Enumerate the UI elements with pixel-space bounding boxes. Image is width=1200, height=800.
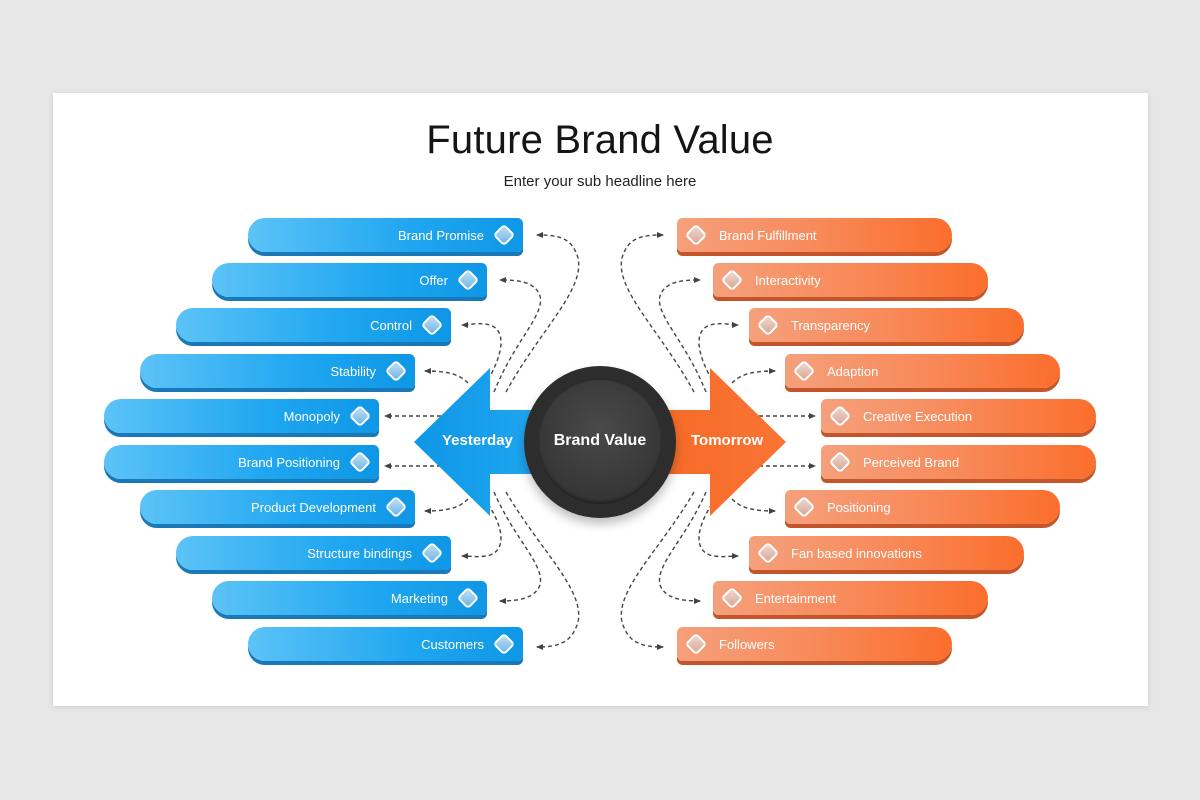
- diamond-icon: [720, 586, 744, 610]
- item-label: Marketing: [390, 590, 448, 606]
- diamond-icon: [756, 541, 780, 565]
- diamond-icon: [384, 495, 408, 519]
- item-label: Transparency: [791, 317, 870, 333]
- diamond-icon: [456, 268, 480, 292]
- tomorrow-arrow: [646, 368, 786, 516]
- left-item-structure-bindings[interactable]: Structure bindings: [176, 536, 451, 570]
- diamond-icon: [684, 223, 708, 247]
- diamond-icon: [348, 404, 372, 428]
- diamond-icon: [492, 632, 516, 656]
- left-item-offer[interactable]: Offer: [212, 263, 487, 297]
- right-item-entertainment[interactable]: Entertainment: [713, 581, 988, 615]
- item-label: Fan based innovations: [791, 545, 922, 561]
- diamond-icon: [420, 313, 444, 337]
- item-label: Brand Positioning: [238, 454, 340, 470]
- page-subtitle: Enter your sub headline here: [503, 173, 697, 190]
- brand-value-hub: Brand Value: [524, 366, 676, 518]
- item-label: Monopoly: [283, 408, 340, 424]
- yesterday-arrow: [414, 368, 554, 516]
- diamond-icon: [828, 404, 852, 428]
- item-label: Positioning: [827, 499, 891, 515]
- right-item-brand-fulfillment[interactable]: Brand Fulfillment: [677, 218, 952, 252]
- right-item-transparency[interactable]: Transparency: [749, 308, 1024, 342]
- tomorrow-label: Tomorrow: [691, 432, 764, 449]
- item-label: Customers: [421, 636, 484, 652]
- right-item-perceived-brand[interactable]: Perceived Brand: [821, 445, 1096, 479]
- item-label: Control: [370, 317, 412, 333]
- item-label: Creative Execution: [863, 408, 973, 424]
- diamond-icon: [492, 223, 516, 247]
- diamond-icon: [384, 359, 408, 383]
- item-label: Product Development: [250, 499, 376, 515]
- left-item-marketing[interactable]: Marketing: [212, 581, 487, 615]
- diamond-icon: [792, 495, 816, 519]
- diamond-icon: [420, 541, 444, 565]
- item-label: Followers: [719, 636, 775, 652]
- diamond-icon: [684, 632, 708, 656]
- diamond-icon: [756, 313, 780, 337]
- item-label: Brand Fulfillment: [719, 227, 817, 243]
- item-label: Offer: [419, 272, 448, 288]
- item-label: Brand Promise: [398, 227, 484, 243]
- left-item-product-development[interactable]: Product Development: [140, 490, 415, 524]
- item-label: Entertainment: [755, 590, 836, 606]
- diamond-icon: [828, 450, 852, 474]
- right-item-adaption[interactable]: Adaption: [785, 354, 1060, 388]
- yesterday-label: Yesterday: [442, 432, 513, 449]
- left-item-control[interactable]: Control: [176, 308, 451, 342]
- direction-arrows: [414, 368, 786, 516]
- left-item-brand-positioning[interactable]: Brand Positioning: [104, 445, 379, 479]
- diamond-icon: [456, 586, 480, 610]
- left-item-monopoly[interactable]: Monopoly: [104, 399, 379, 433]
- diamond-icon: [792, 359, 816, 383]
- item-label: Perceived Brand: [863, 454, 960, 470]
- left-item-brand-promise[interactable]: Brand Promise: [248, 218, 523, 252]
- hub-label: Brand Value: [553, 432, 647, 449]
- right-item-followers[interactable]: Followers: [677, 627, 952, 661]
- left-item-customers[interactable]: Customers: [248, 627, 523, 661]
- diamond-icon: [348, 450, 372, 474]
- item-label: Stability: [330, 363, 376, 379]
- right-item-interactivity[interactable]: Interactivity: [713, 263, 988, 297]
- item-label: Structure bindings: [307, 545, 412, 561]
- item-label: Adaption: [827, 363, 879, 379]
- page-title: Future Brand Value: [426, 118, 774, 162]
- diamond-icon: [720, 268, 744, 292]
- right-item-creative-execution[interactable]: Creative Execution: [821, 399, 1096, 433]
- right-item-positioning[interactable]: Positioning: [785, 490, 1060, 524]
- left-item-stability[interactable]: Stability: [140, 354, 415, 388]
- item-label: Interactivity: [755, 272, 821, 288]
- right-item-fan-based-innovations[interactable]: Fan based innovations: [749, 536, 1024, 570]
